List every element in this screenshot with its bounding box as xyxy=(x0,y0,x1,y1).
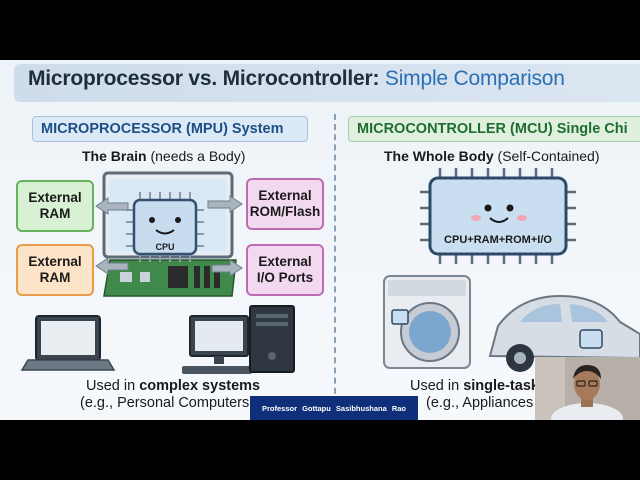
mcu-subtitle-bold: The Whole Body xyxy=(384,148,494,164)
mcu-subtitle: The Whole Body (Self-Contained) xyxy=(384,148,600,164)
laptop-icon xyxy=(20,315,116,371)
slide-title: Microprocessor vs. Microcontroller: Simp… xyxy=(28,67,565,91)
mpu-subtitle-rest: (needs a Body) xyxy=(146,148,246,164)
arrow-right-bottom-icon xyxy=(211,259,243,277)
mcu-usage-caption: Used in single-task xyxy=(410,378,539,394)
desktop-computer-icon xyxy=(182,305,295,374)
presenter-webcam-feed xyxy=(535,357,640,420)
title-accent: Simple Comparison xyxy=(379,67,565,90)
illustration: CPU xyxy=(20,168,640,374)
mpu-caption-bold: complex systems xyxy=(139,378,261,394)
arrow-right-top-icon xyxy=(207,195,243,213)
mcu-caption-prefix: Used in xyxy=(410,378,464,394)
car-icon xyxy=(488,294,640,372)
mcu-subtitle-rest: (Self-Contained) xyxy=(493,148,600,164)
external-ram-box-1: External RAM xyxy=(16,180,94,232)
title-main: Microprocessor vs. Microcontroller: xyxy=(28,67,380,90)
arrow-left-top-icon xyxy=(95,197,129,215)
letterbox-top xyxy=(0,0,640,60)
mpu-usage-example: (e.g., Personal Computers xyxy=(80,395,250,411)
presenter-avatar xyxy=(535,357,640,420)
mcu-chip-icon xyxy=(420,168,576,264)
cpu-chip-character-icon xyxy=(126,192,204,262)
presenter-nameplate: Professor Gottapu Sasibhushana Rao xyxy=(250,396,418,420)
mpu-subtitle: The Brain (needs a Body) xyxy=(82,148,245,164)
mcu-usage-example: (e.g., Appliances xyxy=(426,395,534,411)
letterbox-bottom xyxy=(0,420,640,480)
title-band xyxy=(14,64,640,102)
mpu-chip-label: CPU xyxy=(155,242,174,252)
external-rom-flash-box: External ROM/Flash xyxy=(246,178,324,230)
washing-machine-icon xyxy=(383,275,471,369)
connection-arrows xyxy=(95,195,243,277)
mcu-caption-bold: single-task xyxy=(463,378,539,394)
external-io-ports-box: External I/O Ports xyxy=(246,244,324,296)
column-divider xyxy=(334,114,336,414)
mpu-subtitle-bold: The Brain xyxy=(82,148,147,164)
mpu-header: MICROPROCESSOR (MPU) System xyxy=(32,116,308,142)
mpu-caption-prefix: Used in xyxy=(86,378,140,394)
mpu-usage-caption: Used in complex systems xyxy=(86,378,260,394)
mcu-chip-label: CPU+RAM+ROM+I/O xyxy=(444,234,552,246)
arrow-left-bottom-icon xyxy=(95,257,129,275)
slide: Microprocessor vs. Microcontroller: Simp… xyxy=(0,60,640,420)
mcu-header: MICROCONTROLLER (MCU) Single Chi xyxy=(348,116,640,142)
external-ram-box-2: External RAM xyxy=(16,244,94,296)
